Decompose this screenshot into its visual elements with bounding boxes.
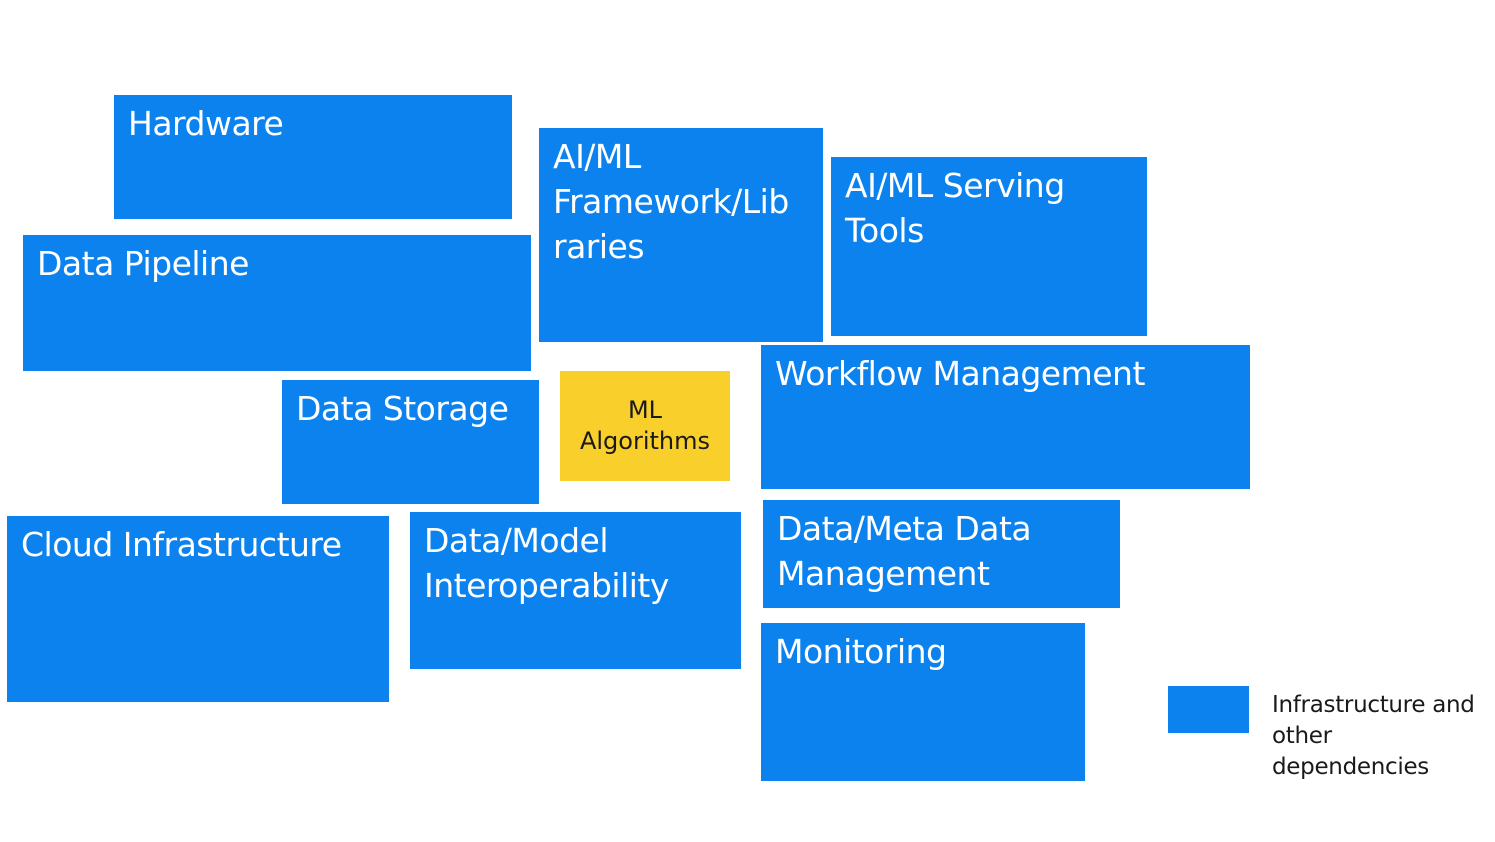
data-model-interoperability-label: Data/Model Interoperability [424,521,669,605]
data-pipeline-box: Data Pipeline [23,235,531,371]
data-storage-label: Data Storage [296,389,509,428]
ai-ml-serving-tools-label: AI/ML Serving Tools [845,166,1065,250]
ai-ml-frameworks-box: AI/ML Framework/Lib raries [539,128,823,342]
legend-label: Infrastructure and other dependencies [1272,692,1475,780]
workflow-management-label: Workflow Management [775,354,1145,393]
monitoring-box: Monitoring [761,623,1085,781]
ai-ml-serving-tools-box: AI/ML Serving Tools [831,157,1147,336]
monitoring-label: Monitoring [775,632,947,671]
cloud-infrastructure-box: Cloud Infrastructure [7,516,389,702]
data-meta-data-management-box: Data/Meta Data Management [763,500,1120,608]
ml-algorithms-box: ML Algorithms [560,371,730,481]
ai-ml-frameworks-label: AI/ML Framework/Lib raries [553,137,789,266]
hardware-label: Hardware [128,104,284,143]
workflow-management-box: Workflow Management [761,345,1250,489]
data-pipeline-label: Data Pipeline [37,244,249,283]
hardware-box: Hardware [114,95,512,219]
data-meta-data-management-label: Data/Meta Data Management [777,509,1032,593]
cloud-infrastructure-label: Cloud Infrastructure [21,525,342,564]
data-storage-box: Data Storage [282,380,539,504]
data-model-interoperability-box: Data/Model Interoperability [410,512,741,669]
legend-swatch [1168,686,1249,733]
ml-algorithms-label: ML Algorithms [579,396,711,455]
